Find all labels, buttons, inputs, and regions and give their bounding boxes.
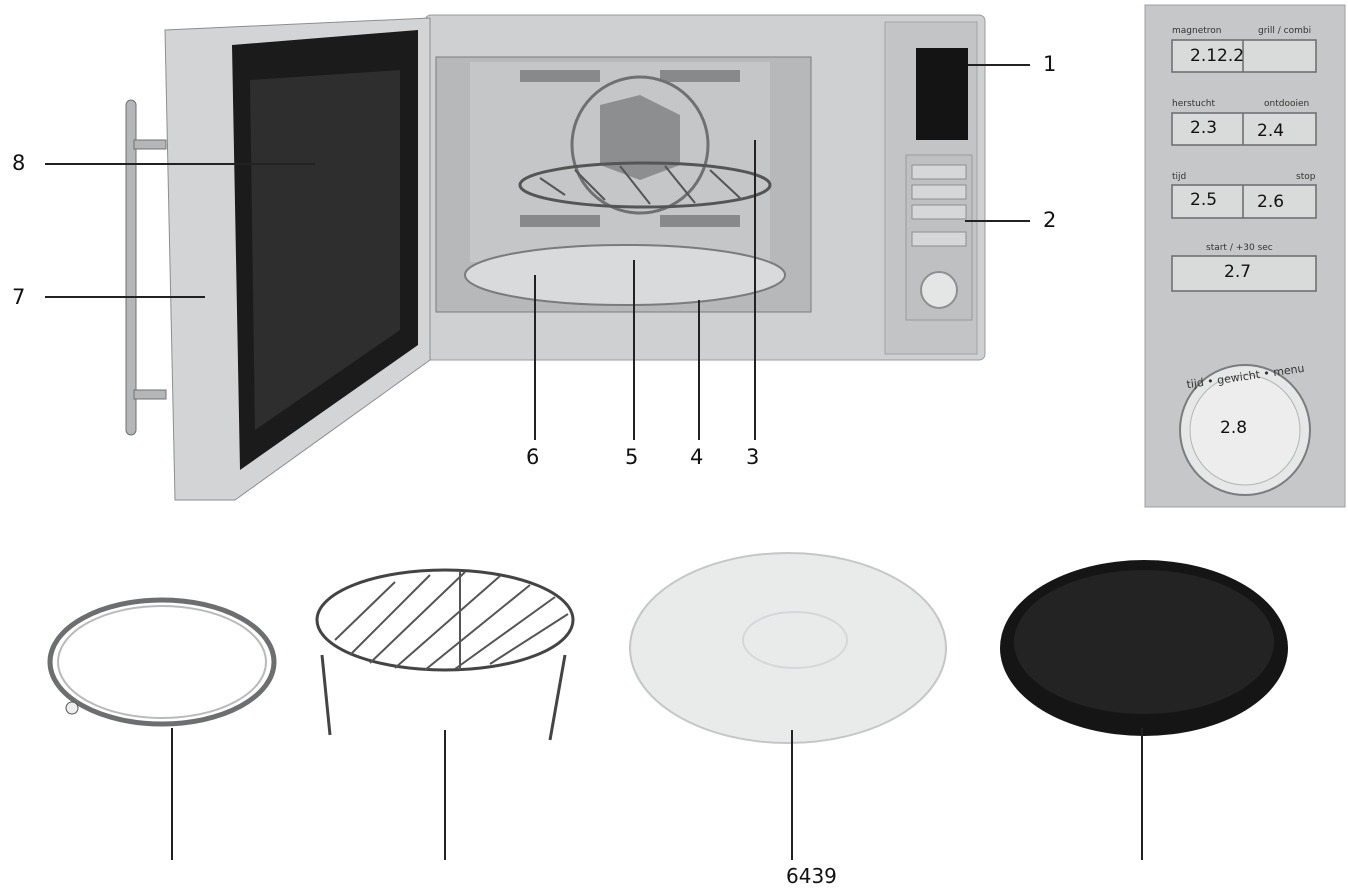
- leader-line-7: [45, 296, 205, 298]
- panel-label-tijd: tijd: [1172, 172, 1187, 182]
- leader-line-ring: [171, 728, 173, 860]
- glass-plate: [464, 244, 786, 306]
- callout-2: 2: [1043, 208, 1057, 232]
- panel-label-grill-combi: grill / combi: [1258, 26, 1312, 36]
- callout-5: 5: [625, 445, 639, 469]
- callout-6: 6: [526, 445, 540, 469]
- turntable-plate: [629, 552, 947, 744]
- callout-8: 8: [12, 151, 26, 175]
- callout-1: 1: [1043, 52, 1057, 76]
- bottom-label: 6439: [786, 864, 837, 888]
- button-label-2-8: 2.8: [1220, 418, 1248, 438]
- display-window: [916, 48, 968, 140]
- button-label-2-6: 2.6: [1257, 192, 1285, 212]
- leader-line-rack: [444, 730, 446, 860]
- leader-line-2: [965, 220, 1030, 222]
- panel-label-start: start / +30 sec: [1206, 243, 1273, 253]
- button-label-2-7: 2.7: [1224, 262, 1252, 282]
- door-handle: [125, 99, 137, 436]
- button-label-2-5: 2.5: [1190, 190, 1218, 210]
- callout-3: 3: [746, 445, 760, 469]
- leader-line-5: [633, 260, 635, 440]
- wire-rack: [315, 568, 575, 672]
- button-label-2-4: 2.4: [1257, 121, 1285, 141]
- leader-line-1: [968, 64, 1030, 66]
- button-label-2-1-2-2: 2.12.2: [1190, 46, 1245, 66]
- leader-line-3: [754, 140, 756, 440]
- leader-line-6: [534, 275, 536, 440]
- leader-line-plate: [791, 730, 793, 860]
- panel-label-stop: stop: [1296, 172, 1316, 182]
- panel-label-magnetron: magnetron: [1172, 26, 1222, 36]
- panel-label-ontdooien: ontdooien: [1264, 99, 1310, 109]
- button-label-2-3: 2.3: [1190, 118, 1218, 138]
- callout-4: 4: [690, 445, 704, 469]
- leader-line-4: [698, 300, 700, 440]
- callout-7: 7: [12, 285, 26, 309]
- leader-line-tray: [1141, 728, 1143, 860]
- control-knob: [920, 271, 958, 309]
- panel-label-herstucht: herstucht: [1172, 99, 1216, 109]
- leader-line-8: [45, 163, 315, 165]
- roller-ring: [47, 597, 277, 727]
